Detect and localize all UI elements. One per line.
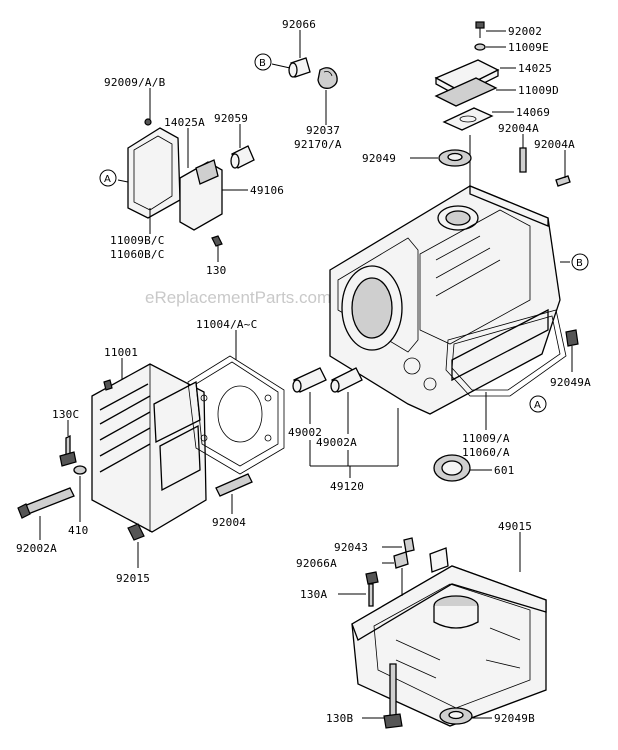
- label-49120: 49120: [330, 480, 364, 493]
- part-11009D-gasket: [434, 77, 498, 107]
- part-92043-pin: [403, 537, 415, 553]
- label-49106: 49106: [250, 184, 284, 197]
- part-49002A-pin: [330, 367, 363, 393]
- label-92049B: 92049B: [494, 712, 535, 725]
- label-92002A: 92002A: [16, 542, 57, 555]
- ref-circle-a-left: A: [99, 169, 117, 187]
- part-49002-pin: [292, 367, 327, 393]
- part-11001-cylinder-head: [91, 363, 207, 533]
- label-92002: 92002: [508, 25, 542, 38]
- ref-circle-b-right: B: [571, 253, 589, 271]
- part-130-bolt-small: [211, 235, 223, 247]
- part-130B-bolt: [383, 663, 403, 729]
- label-11004AC: 11004/A~C: [196, 318, 257, 331]
- part-crankcase: [329, 185, 561, 415]
- part-92009-screw: [144, 118, 152, 126]
- label-11009BC: 11009B/C: [110, 234, 165, 247]
- part-130C-bolt: [59, 434, 77, 467]
- label-92049: 92049: [362, 152, 396, 165]
- ref-b-label: B: [259, 58, 266, 69]
- part-92004A-stud-2: [555, 175, 571, 187]
- ref-a-label-right: A: [534, 400, 541, 411]
- part-92059-tube: [230, 145, 255, 169]
- label-130C: 130C: [52, 408, 79, 421]
- label-11001: 11001: [104, 346, 138, 359]
- label-11060A: 11060/A: [462, 446, 510, 459]
- label-92066: 92066: [282, 18, 316, 31]
- label-92043: 92043: [334, 541, 368, 554]
- watermark-text: eReplacementParts.com: [145, 288, 331, 307]
- label-49002: 49002: [288, 426, 322, 439]
- part-92004A-stud-1: [519, 147, 527, 173]
- label-14025: 14025: [518, 62, 552, 75]
- label-130B: 130B: [326, 712, 353, 725]
- label-11060BC: 11060B/C: [110, 248, 165, 261]
- part-601-bearing: [433, 454, 471, 482]
- label-601: 601: [494, 464, 514, 477]
- label-92037: 92037: [306, 124, 340, 137]
- label-14069: 14069: [516, 106, 550, 119]
- ref-circle-b-top: B: [254, 53, 272, 71]
- part-92049-seal: [438, 149, 472, 167]
- label-14025A: 14025A: [164, 116, 205, 129]
- part-92049A-seal: [565, 329, 579, 347]
- label-92049A: 92049A: [550, 376, 591, 389]
- ref-circle-a-right: A: [529, 395, 547, 413]
- part-breather-plate: [127, 127, 181, 219]
- part-92015-nut: [127, 523, 145, 541]
- label-92015: 92015: [116, 572, 150, 585]
- label-92004A-2: 92004A: [534, 138, 575, 151]
- label-11009D: 11009D: [518, 84, 559, 97]
- label-49015: 49015: [498, 520, 532, 533]
- label-11009A: 11009/A: [462, 432, 510, 445]
- label-130: 130: [206, 264, 226, 277]
- part-92066A-pin: [393, 551, 409, 569]
- part-11009A-gasket: [445, 309, 567, 397]
- label-92170A: 92170/A: [294, 138, 342, 151]
- label-49002A: 49002A: [316, 436, 357, 449]
- label-11009E: 11009E: [508, 41, 549, 54]
- label-410: 410: [68, 524, 88, 537]
- part-92037-clip: [317, 67, 338, 89]
- part-14025A-cover: [179, 159, 223, 231]
- ref-b-label-right: B: [576, 258, 583, 269]
- part-92002-bolt: [475, 21, 485, 38]
- label-130A: 130A: [300, 588, 327, 601]
- part-410-washer: [73, 465, 87, 475]
- part-92002A-stud: [17, 487, 75, 519]
- label-92009AB: 92009/A/B: [104, 76, 166, 89]
- ref-a-label: A: [104, 174, 111, 185]
- label-92066A: 92066A: [296, 557, 337, 570]
- part-92066-pin: [288, 57, 311, 78]
- part-49015-oil-pan: [351, 547, 547, 727]
- label-92004: 92004: [212, 516, 246, 529]
- part-92004-stud: [215, 473, 253, 497]
- part-11009E-washer: [474, 43, 486, 51]
- label-92004A-1: 92004A: [498, 122, 539, 135]
- part-14069-plate: [442, 107, 494, 131]
- label-92059: 92059: [214, 112, 248, 125]
- part-130A-bolt: [365, 571, 379, 607]
- part-92049B-seal: [439, 707, 473, 725]
- part-11004-head-gasket: [187, 355, 285, 475]
